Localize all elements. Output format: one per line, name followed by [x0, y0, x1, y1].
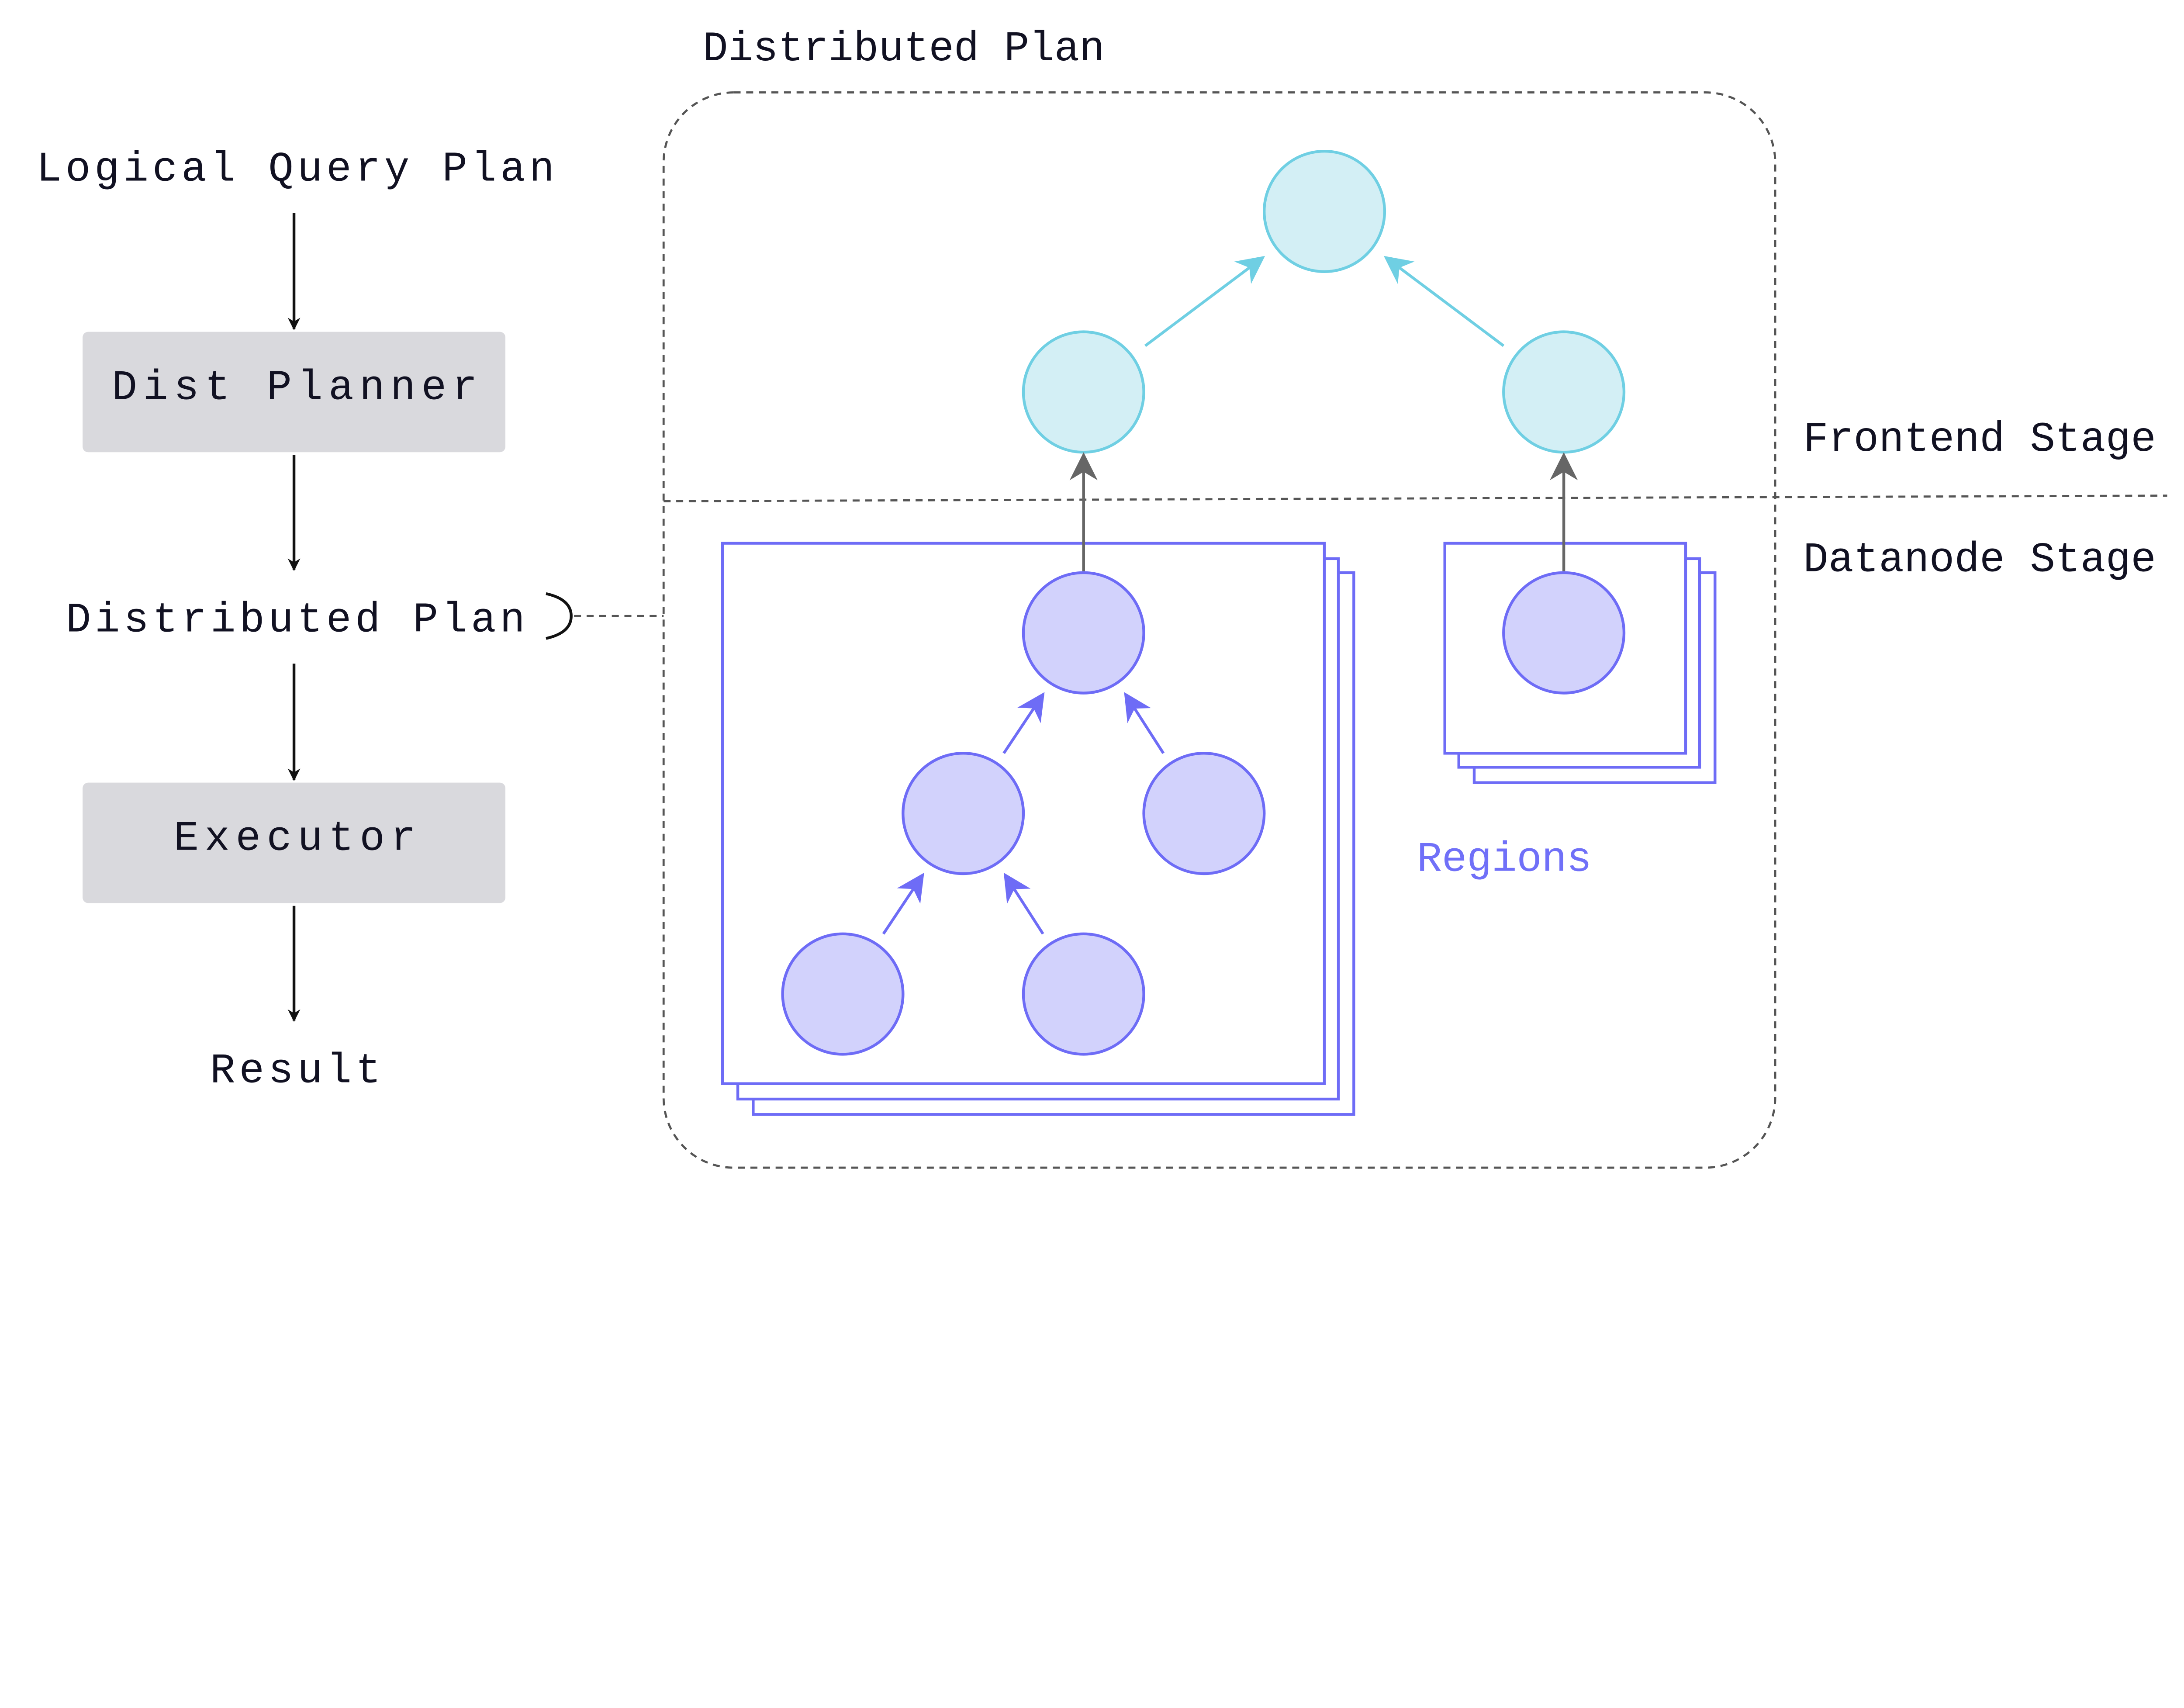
result-label: Result: [210, 1048, 381, 1095]
dist-planner-box: [83, 332, 506, 453]
frontend-root-node: [1263, 149, 1386, 273]
panel-title: Distributed Plan: [703, 25, 1105, 73]
datanode-arrow: [1002, 692, 1045, 754]
panel-border: [662, 91, 1776, 1169]
regions-label: Regions: [1417, 836, 1592, 884]
stage-divider: [663, 494, 2167, 502]
datanode-arrow: [1124, 692, 1165, 754]
left-flow: Logical Query Plan Dist Planner Distribu…: [36, 145, 664, 1095]
datanode-arrow: [882, 872, 924, 935]
frontend-node: [1022, 330, 1145, 454]
datanode-stage-label: Datanode Stage: [1803, 536, 2156, 584]
diagram: Logical Query Plan Dist Planner Distribu…: [36, 25, 2167, 1169]
frontend-node: [1502, 330, 1626, 454]
executor-box: [83, 782, 506, 903]
logical-query-plan-label: Logical Query Plan: [36, 145, 554, 193]
distributed-plan-panel: Distributed Plan Frontend Stage Datanode…: [662, 25, 2167, 1169]
datanode-root-node: [1022, 571, 1145, 695]
datanode-root-node: [1502, 571, 1626, 695]
datanode-node: [781, 932, 905, 1056]
datanode-arrow: [1003, 872, 1044, 935]
bracket-icon: [546, 592, 573, 640]
datanode-node: [1022, 932, 1145, 1056]
datanode-node: [1142, 752, 1266, 875]
distributed-plan-label: Distributed Plan: [66, 597, 525, 644]
datanode-node: [902, 752, 1025, 875]
frontend-arrow: [1383, 256, 1505, 347]
frontend-arrow: [1144, 256, 1265, 347]
frontend-stage-label: Frontend Stage: [1803, 416, 2156, 463]
